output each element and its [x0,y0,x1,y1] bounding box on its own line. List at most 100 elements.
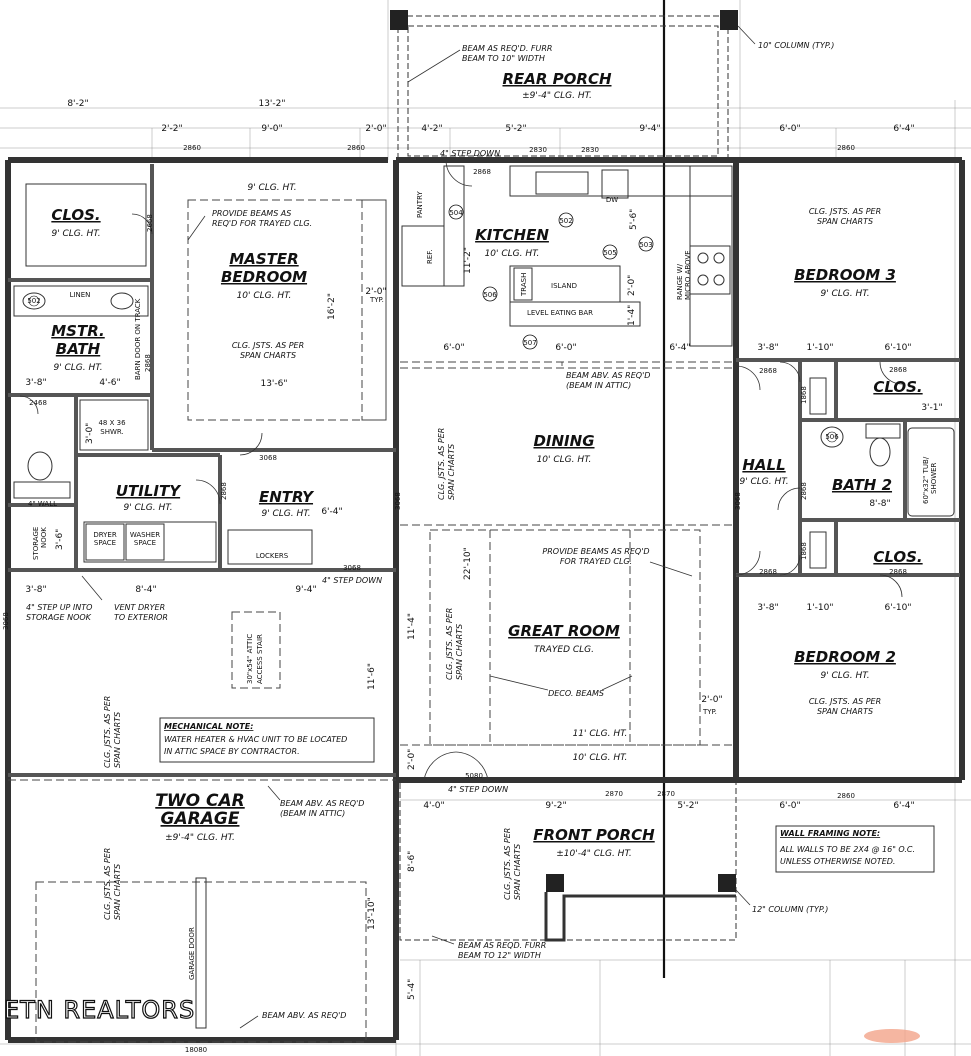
rear-porch-name: REAR PORCH [502,70,611,88]
garage-joists-2: SPAN CHARTS [113,712,122,768]
door-code: 1868 [800,386,808,404]
barn-door-label: BARN DOOR ON TRACK [134,298,142,380]
dim-k-64: 6'-4" [669,343,690,353]
door-code: 2868 [473,168,491,176]
garage-joists-1: CLG. JSTS. AS PER [103,696,112,768]
dining-ceiling: 10' CLG. HT. [537,455,592,465]
dim-k-height: 11'-2" [463,247,473,274]
door-code: 3068 [734,492,742,510]
step-down-rear: 4" STEP DOWN [440,149,500,158]
mechanical-note-1: WATER HEATER & HVAC UNIT TO BE LOCATED [164,735,347,744]
washer-label-2: SPACE [134,539,156,547]
framing-note-1: ALL WALLS TO BE 2X4 @ 16" O.C. [779,845,915,854]
entry-ceiling: 9' CLG. HT. [261,509,310,519]
master-bedroom-name-1: MASTER [229,250,298,268]
great-room-ceiling-10: 10' CLG. HT. [573,753,628,763]
garage-door-label: GARAGE DOOR [188,927,196,980]
door-swings [19,159,903,781]
utility-name: UTILITY [116,482,182,500]
dim-top-f: 4'-2" [421,124,442,134]
garage-beam-1: BEAM ABV. AS REQ'D [280,799,364,808]
attic-note-2: ACCESS STAIR [256,634,264,684]
washer-label-1: WASHER [130,531,160,539]
great-room-beams-2: FOR TRAYED CLG. [560,557,632,566]
shower-label: SHWR. [100,428,123,436]
door-code: 3068 [259,454,277,462]
gr-joists-1: CLG. JSTS. AS PER [445,608,454,680]
dim-fp-40: 4'-0" [423,801,444,811]
door-code: 2870 [657,790,675,798]
master-beams-1: PROVIDE BEAMS AS [212,209,291,218]
fp-joists-1: CLG. JSTS. AS PER [503,828,512,900]
tag-506: 506 [483,291,497,299]
dim-g-54: 5'-4" [407,979,417,1000]
dim-gr-114: 11'-4" [407,613,417,640]
dining-joists-1: CLG. JSTS. AS PER [437,428,446,500]
dim-mb-height: 16'-2" [327,293,337,320]
shower-size: 48 X 36 [98,419,126,427]
dim-top-g: 5'-2" [505,124,526,134]
rear-beam-note-1: BEAM AS REQ'D. FURR [462,44,552,53]
great-room-name: GREAT ROOM [508,622,620,640]
dim-g-116: 11'-6" [367,663,377,690]
column-10-note: 10" COLUMN (TYP.) [758,41,834,50]
columns [390,10,738,892]
dim-top-a: 8'-2" [67,99,88,109]
bedroom2-name: BEDROOM 2 [794,648,896,666]
dim-mb-width: 13'-6" [260,379,287,389]
tag-505: 505 [603,249,616,257]
master-closet-ceiling: 9' CLG. HT. [51,229,100,239]
master-bedroom-ceiling-2: 9' CLG. HT. [247,183,296,193]
kitchen-ceiling: 10' CLG. HT. [485,249,540,259]
dim-top-i: 6'-0" [779,124,800,134]
dining-beam-1: BEAM ABV. AS REQ'D [566,371,650,380]
door-code: 2868 [759,568,777,576]
dim-top-e: 2'-0" [365,124,386,134]
column-12-note: 12" COLUMN (TYP.) [752,905,828,914]
door-code: 2860 [347,144,365,152]
dim-hall-110b: 1'-10" [806,603,833,613]
door-code: 2868 [220,482,228,500]
dim-hall-38a: 3'-8" [757,343,778,353]
garage-ceiling: ±9'-4" CLG. HT. [165,833,235,843]
dim-g-38: 3'-8" [25,585,46,595]
master-closet-name: CLOS. [51,206,100,224]
dim-fp-52: 5'-2" [677,801,698,811]
trash-label: TRASH [520,273,528,297]
dim-entry-64: 6'-4" [321,507,342,517]
hall-name: HALL [742,456,785,474]
dim-storage-36: 3'-6" [55,529,65,550]
dim-mbath-46: 4'-6" [99,378,120,388]
dim-top-b: 13'-2" [258,99,285,109]
fixtures [13,165,955,1029]
door-code: 3068 [2,612,10,630]
door-code: 5080 [465,772,483,780]
bedroom2-joists-2: SPAN CHARTS [817,707,873,716]
dim-k-6a: 6'-0" [443,343,464,353]
dim-top-j: 6'-4" [893,124,914,134]
tub-label-2: SHOWER [930,462,938,494]
bedroom2-closet-name: CLOS. [873,548,922,566]
door-code: 3068 [394,492,402,510]
great-room-ceiling: TRAYED CLG. [534,645,594,655]
master-bedroom-name-2: BEDROOM [221,268,307,286]
porch-outlines [397,15,737,941]
door-code: 2868 [889,568,907,576]
door-code: 2868 [800,482,808,500]
garage-joists-4: SPAN CHARTS [113,864,122,920]
door-code: 1868 [800,542,808,560]
door-code: 18080 [185,1046,207,1054]
tag-504: 504 [449,209,463,217]
garage-joists-3: CLG. JSTS. AS PER [103,848,112,920]
island-label: ISLAND [551,282,577,290]
garage-beam-3: BEAM ABV. AS REQ'D [262,1011,346,1020]
dim-gr-2210: 22'-10" [463,547,473,580]
dining-beam-2: (BEAM IN ATTIC) [566,381,631,390]
door-code: 3068 [343,564,361,572]
dim-fp-64: 6'-4" [893,801,914,811]
door-code: 2870 [605,790,623,798]
great-room-beams-1: PROVIDE BEAMS AS REQ'D [542,547,649,556]
typ-master: TYP. [369,296,384,304]
